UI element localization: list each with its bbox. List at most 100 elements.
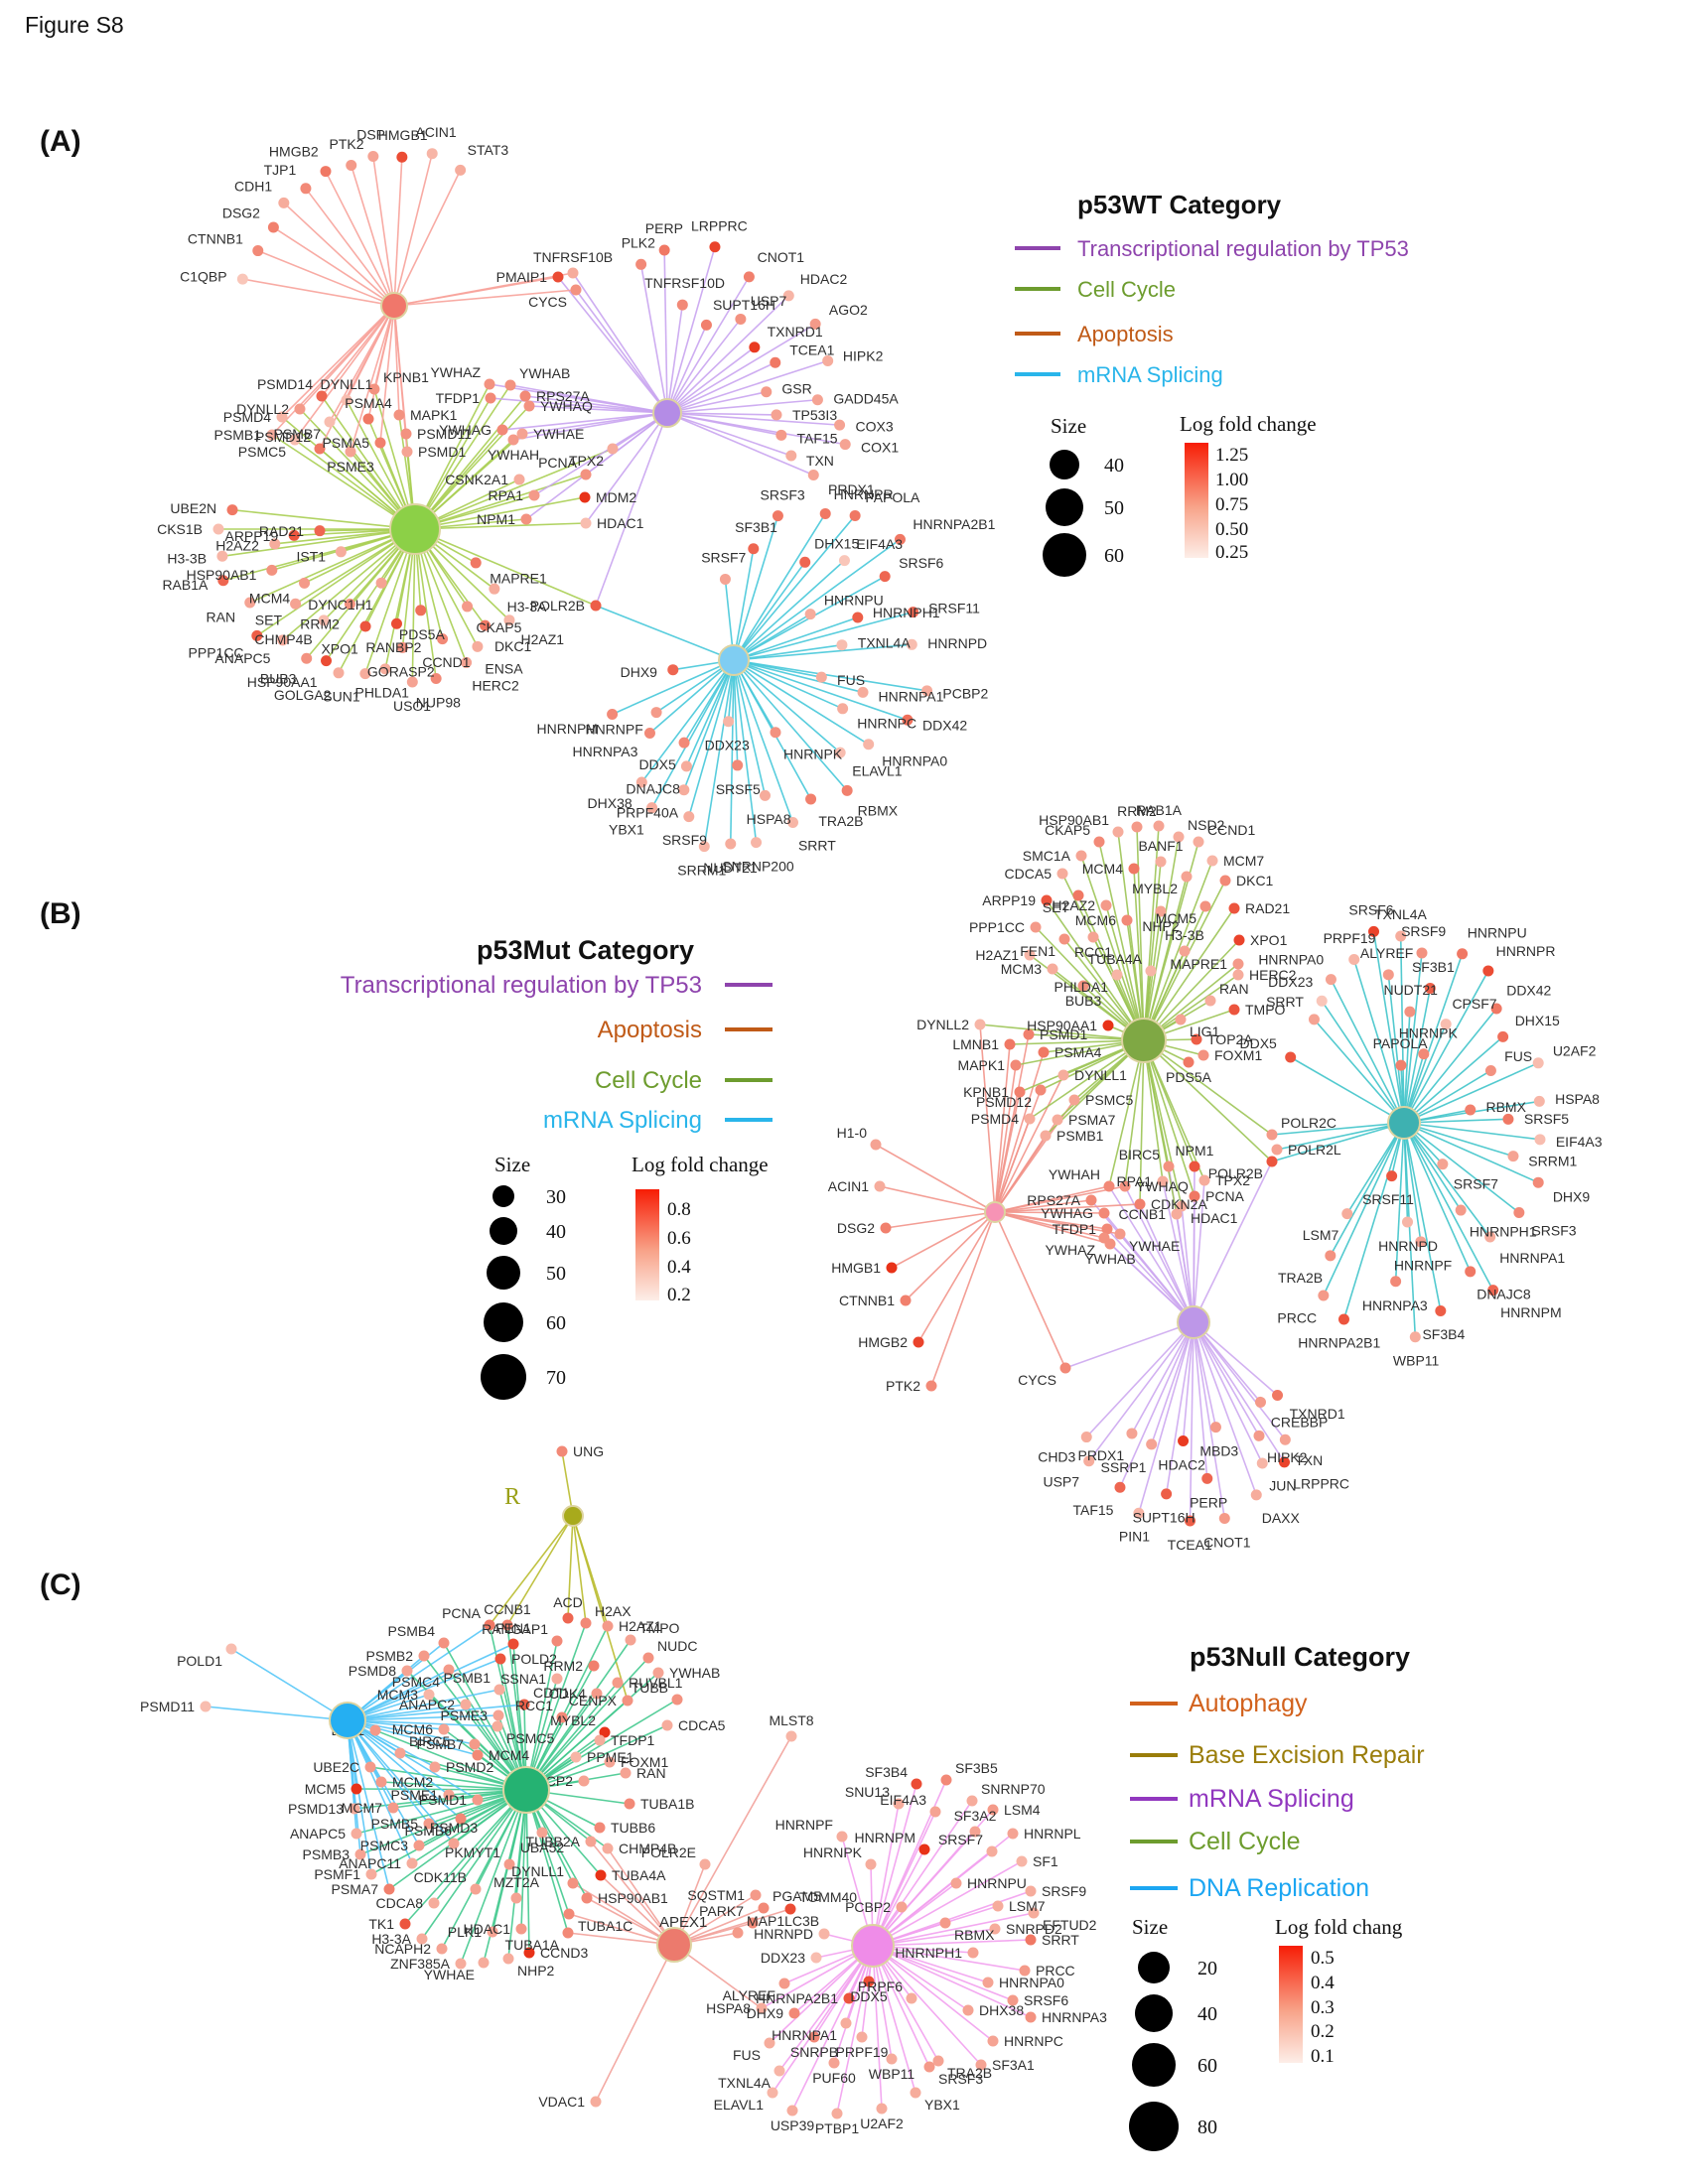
node-RAD21 [1228,902,1240,914]
node-label-PSMA7: PSMA7 [1068,1112,1116,1128]
node-CKAP5 [1093,836,1105,848]
size-legend-dot [1046,488,1083,526]
node-label-CYCS: CYCS [528,294,567,310]
node-EIF4A3 [1534,1134,1546,1146]
edge [872,1945,994,2042]
node-label-CHMP4B: CHMP4B [254,631,312,647]
node-label-MAPRE1: MAPRE1 [1170,956,1227,972]
node-label-SF3B4: SF3B4 [1422,1326,1465,1342]
edge [666,361,776,414]
node-TRA2B [1325,1250,1336,1262]
node-label-PARK7: PARK7 [699,1903,744,1919]
edge [414,528,597,607]
node-TUBB2A [585,1836,597,1847]
node-label-HNRNPL: HNRNPL [1024,1826,1081,1842]
node-ACD [562,1612,574,1624]
size-legend-dot [484,1302,523,1342]
edge [521,412,668,435]
size-legend-value: 80 [1197,2116,1217,2138]
node-label-NCAPH2: NCAPH2 [374,1941,431,1957]
node-TMPO [1228,1004,1240,1016]
panel-B: CHD3USP7PRDX1TAF15PIN1SSRP1SUPT16HHDAC2T… [40,802,1603,1553]
node-MCM5 [1199,900,1211,912]
node-YWHAH [1103,1180,1115,1192]
node-HNRNPF [836,1831,848,1843]
node-label-XPO1: XPO1 [321,640,358,656]
node-PRCC [1318,1290,1330,1301]
edge [683,659,735,744]
node-label-PSMB5: PSMB5 [371,1816,419,1832]
edge [294,305,395,441]
node-label-RANBP2: RANBP2 [365,639,421,655]
node-DDX5 [678,737,690,749]
node-label-BIRC5: BIRC5 [409,1733,450,1749]
node-label-HNRNPK: HNRNPK [783,747,843,762]
node-WBP11 [886,2053,898,2065]
node-label-TXNL4A: TXNL4A [858,634,912,650]
edge [1193,1321,1226,1519]
node-YWHAG [1098,1207,1110,1219]
node-CYCS [1059,1362,1071,1374]
edge [347,1719,390,1890]
node-TXN [1279,1433,1291,1445]
node-RRM2 [344,598,355,610]
edge [1189,1321,1195,1521]
node-label-HSPA8: HSPA8 [1555,1091,1600,1107]
node-POLR2E [699,1858,711,1870]
node-FUS [1484,1064,1496,1076]
node-GSR [761,386,773,398]
node-label-RRM2: RRM2 [300,616,340,632]
edge [1143,876,1188,1041]
edge [525,1657,649,1791]
node-PIN1 [1133,1507,1145,1519]
legend-item: mRNA Splicing [543,1107,702,1134]
node-H3-3A [416,1933,428,1945]
edge [733,548,755,661]
edge [673,1735,792,1946]
size-legend-value: 50 [546,1263,566,1285]
node-label-TAF15: TAF15 [1072,1502,1113,1518]
node-HNRNPD [818,1928,830,1940]
node-label-SRRT: SRRT [798,838,836,854]
node-SRSF9 [683,811,695,823]
edge [879,1185,996,1213]
node-PSMC4 [443,1664,455,1676]
node-label-HNRNPM: HNRNPM [1500,1304,1561,1320]
node-label-PSMA4: PSMA4 [345,395,392,411]
node-HDAC1 [1176,1200,1188,1212]
node-label-MCM7: MCM7 [342,1800,382,1816]
node-label-TXNRD1: TXNRD1 [768,324,823,340]
node-label-CDKN2A: CDKN2A [1151,1196,1207,1212]
node-TK1 [399,1918,411,1930]
edge [1143,1039,1164,1182]
node-label-POLR2B: POLR2B [1208,1165,1263,1181]
node-HNRNPF [650,707,662,719]
node-PSME3 [492,1709,504,1721]
node-label-NSD2: NSD2 [1188,817,1225,833]
node-DSG2 [880,1222,892,1234]
node-label-TCEA1: TCEA1 [789,342,834,358]
edge [1403,952,1423,1124]
node-PRDX1 [807,470,819,481]
edge [1352,959,1405,1124]
node-label-PCNA: PCNA [538,455,578,471]
edge [525,1789,530,1954]
edge [994,1074,1064,1213]
node-PMAIP1 [552,271,564,283]
node-MAPK1 [393,409,405,421]
node-label-LSM7: LSM7 [1303,1227,1339,1243]
edge [979,1024,1145,1041]
edge [1403,1012,1411,1124]
node-PPP1CC [1030,921,1042,933]
node-label-YWHAZ: YWHAZ [430,364,481,380]
edge [525,1672,659,1791]
node-label-DAXX: DAXX [1262,1510,1301,1526]
edge [733,659,758,843]
edge [791,1945,874,2112]
node-label-PSMB2: PSMB2 [366,1648,414,1664]
node-CCND1 [1193,836,1204,848]
node-label-YWHAG: YWHAG [439,422,492,438]
edge [733,659,841,753]
node-label-MYBL2: MYBL2 [550,1712,596,1728]
size-legend-dot [481,1354,526,1400]
